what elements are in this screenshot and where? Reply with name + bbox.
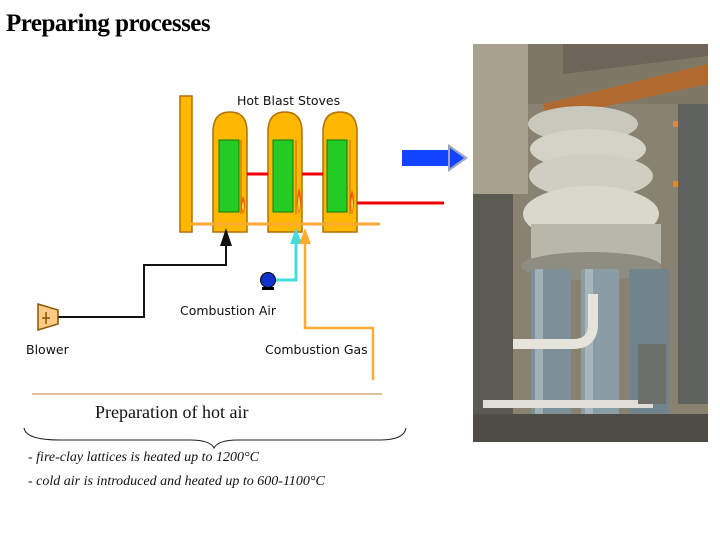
stove-photo: [473, 44, 708, 442]
brace: [23, 427, 407, 450]
cold-air-line: [58, 240, 227, 318]
fan-icon: [260, 272, 276, 288]
hot-blast-flow-arrow: [402, 144, 468, 172]
blower-icon: [37, 302, 59, 332]
cold-air-arrow: [220, 228, 232, 246]
combustion-gas-line: [303, 238, 375, 380]
combustion-gas-label: Combustion Gas: [265, 342, 368, 357]
combustion-air-label: Combustion Air: [180, 303, 277, 318]
blower-label: Blower: [26, 342, 69, 357]
section-heading: Preparation of hot air: [95, 402, 249, 422]
page-title: Preparing processes: [6, 10, 211, 37]
hot-blast-stoves-label: Hot Blast Stoves: [237, 93, 341, 108]
combustion-gas-arrow: [299, 228, 311, 244]
combustion-air-arrow: [290, 228, 302, 244]
stove-3: [322, 111, 358, 233]
stove-1: [212, 111, 248, 233]
stove-2: [267, 111, 303, 233]
bullet-2: - cold air is introduced and heated up t…: [28, 474, 325, 489]
chimney: [179, 95, 193, 233]
combustion-air-line: [268, 238, 298, 282]
bullet-1: - fire-clay lattices is heated up to 120…: [28, 450, 259, 465]
